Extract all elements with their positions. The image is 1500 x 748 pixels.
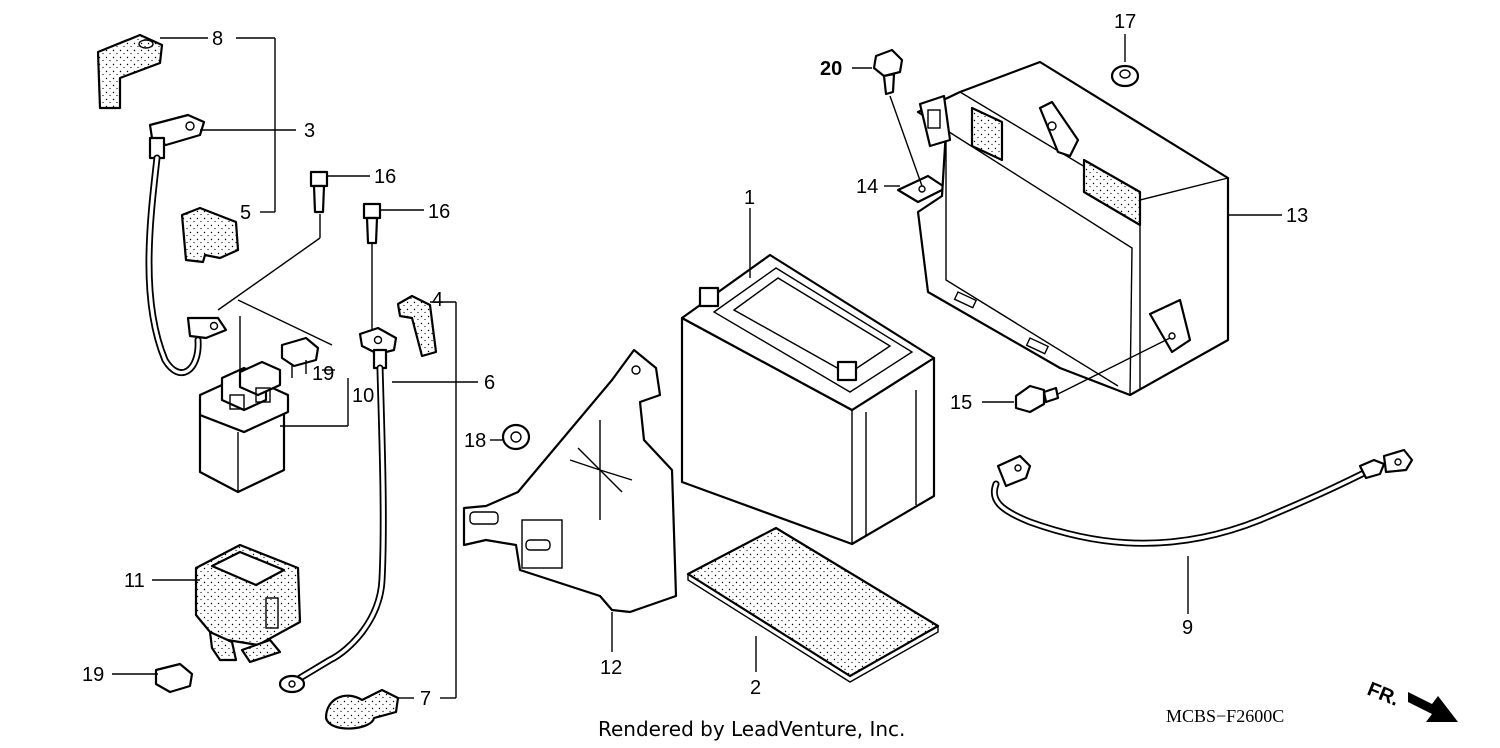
terminal-cap-part[interactable]: [96, 33, 164, 110]
label-5: 5: [240, 202, 251, 224]
ground-cable-part[interactable]: [991, 448, 1414, 547]
starter-cable-part[interactable]: [145, 113, 228, 376]
grommet-small-part[interactable]: [501, 423, 531, 451]
battery-pad-part[interactable]: [686, 526, 940, 683]
label-14: 14: [856, 176, 878, 198]
label-16a: 16: [374, 166, 396, 188]
battery-part[interactable]: [680, 253, 936, 546]
label-4: 4: [432, 289, 443, 311]
battery-box-part[interactable]: [916, 60, 1230, 397]
part-number-labels: 8 3 5 16 16 4 19 10 6 18 11 19 7 12 1 2 …: [82, 11, 1308, 710]
terminal-bolt-part-a[interactable]: [309, 170, 329, 214]
label-17: 17: [1114, 11, 1136, 33]
battery-bracket-part[interactable]: [462, 348, 678, 614]
label-2: 2: [750, 677, 761, 699]
label-20: 20: [820, 58, 842, 80]
leader-lines: [112, 34, 1282, 699]
label-11: 11: [124, 570, 145, 592]
label-12: 12: [600, 657, 622, 679]
terminal-cover-part[interactable]: [180, 206, 240, 264]
terminal-cover-clip-part[interactable]: [396, 294, 438, 358]
label-1: 1: [744, 187, 755, 209]
label-19a: 19: [312, 363, 334, 385]
cable-boot-part[interactable]: [324, 688, 400, 730]
footer-credit: Rendered by LeadVenture, Inc.: [598, 717, 905, 741]
label-6: 6: [484, 372, 495, 394]
terminal-bolt-part-b[interactable]: [362, 202, 382, 245]
diagram-code: MCBS−F2600C: [1166, 706, 1284, 726]
grommet-part[interactable]: [1110, 64, 1140, 88]
fuse-part-a[interactable]: [280, 336, 320, 378]
label-13: 13: [1286, 205, 1308, 227]
starter-relay-part[interactable]: [198, 360, 290, 494]
label-18: 18: [464, 430, 486, 452]
relay-rubber-mount-part[interactable]: [194, 543, 302, 664]
label-19b: 19: [82, 664, 104, 686]
label-9: 9: [1182, 617, 1193, 639]
battery-cable-part[interactable]: [278, 326, 398, 694]
label-10: 10: [352, 385, 374, 407]
label-15: 15: [950, 392, 972, 414]
direction-marker: FR.: [1364, 678, 1402, 710]
fuse-part-b[interactable]: [154, 662, 194, 694]
label-3: 3: [304, 120, 315, 142]
label-8: 8: [212, 28, 223, 50]
forward-arrow-icon: [1408, 692, 1458, 722]
label-16b: 16: [428, 201, 450, 223]
label-7: 7: [420, 688, 431, 710]
flange-bolt-part[interactable]: [1014, 384, 1060, 414]
bolt-part[interactable]: [872, 48, 904, 96]
